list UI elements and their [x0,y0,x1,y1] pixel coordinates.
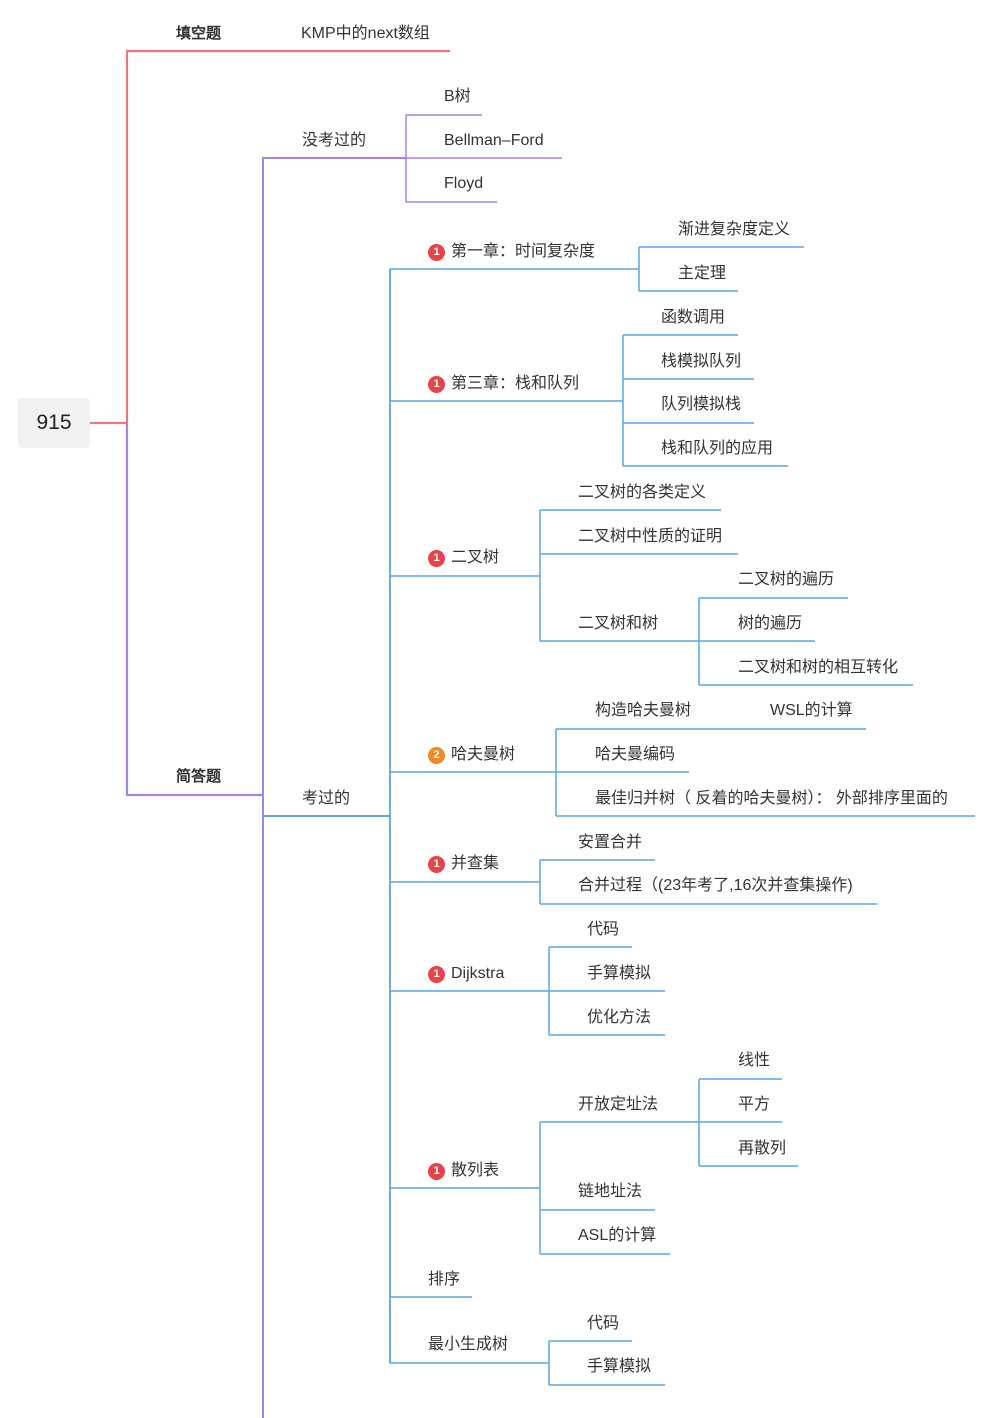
not-tested-item[interactable]: B树 [444,88,471,105]
not-tested-item[interactable]: Floyd [444,175,484,192]
topic-node[interactable]: 排序 [428,1271,461,1288]
priority-1-icon: 1 [428,244,445,261]
priority-1-icon: 1 [428,1163,445,1180]
leaf-node[interactable]: 树的遍历 [738,615,803,632]
subtopic-node[interactable]: 优化方法 [587,1009,652,1026]
fill-blank-label[interactable]: 填空题 [176,25,222,42]
leaf-node[interactable]: 平方 [738,1096,771,1113]
subtopic-node[interactable]: 代码 [587,921,620,938]
subtopic-node[interactable]: 构造哈夫曼树 [595,702,692,719]
subtopic-node[interactable]: 安置合并 [578,834,643,851]
root-node[interactable]: 915 [18,398,90,448]
priority-1-icon: 1 [428,966,445,983]
priority-1-icon: 1 [428,550,445,567]
connector-root-shortanswer [125,423,263,797]
subtopic-node[interactable]: 栈和队列的应用 [661,440,774,457]
subtopic-node[interactable]: 开放定址法 [578,1096,659,1113]
leaf-node[interactable]: 再散列 [738,1140,787,1157]
subtopic-node[interactable]: 栈模拟队列 [661,353,742,370]
tested-label[interactable]: 考过的 [302,790,351,807]
subtopic-node[interactable]: 代码 [587,1315,620,1332]
leaf-node[interactable]: WSL的计算 [770,702,853,719]
subtopic-node[interactable]: 手算模拟 [587,1358,652,1375]
subtopic-node[interactable]: 主定理 [678,265,727,282]
subtopic-node[interactable]: ASL的计算 [578,1227,657,1244]
subtopic-node[interactable]: 二叉树和树 [578,615,659,632]
subtopic-node[interactable]: 链地址法 [578,1183,643,1200]
priority-2-icon: 2 [428,747,445,764]
priority-1-icon: 1 [428,376,445,393]
subtopic-node[interactable]: 二叉树中性质的证明 [578,528,723,545]
priority-1-icon: 1 [428,856,445,873]
subtopic-node[interactable]: 最佳归并树（ 反着的哈夫曼树）： 外部排序里面的 [595,790,948,807]
subtopic-node[interactable]: 哈夫曼编码 [595,746,676,763]
connector-root-fillblank [90,49,450,425]
subtopic-node[interactable]: 渐进复杂度定义 [678,221,791,238]
subtopic-node[interactable]: 函数调用 [661,309,726,326]
topic-node[interactable]: 最小生成树 [428,1336,509,1353]
fill-blank-item[interactable]: KMP中的next数组 [301,25,430,42]
subtopic-node[interactable]: 二叉树的各类定义 [578,484,707,501]
subtopic-node[interactable]: 合并过程（(23年考了,16次并查集操作) [578,877,853,894]
connector-nottested [262,157,406,1418]
not-tested-label[interactable]: 没考过的 [302,132,367,149]
leaf-node[interactable]: 线性 [738,1052,771,1069]
subtopic-node[interactable]: 队列模拟栈 [661,396,742,413]
not-tested-item[interactable]: Bellman–Ford [444,132,544,149]
leaf-node[interactable]: 二叉树和树的相互转化 [738,659,899,676]
subtopic-node[interactable]: 手算模拟 [587,965,652,982]
leaf-node[interactable]: 二叉树的遍历 [738,571,835,588]
short-answer-label[interactable]: 简答题 [176,768,222,785]
